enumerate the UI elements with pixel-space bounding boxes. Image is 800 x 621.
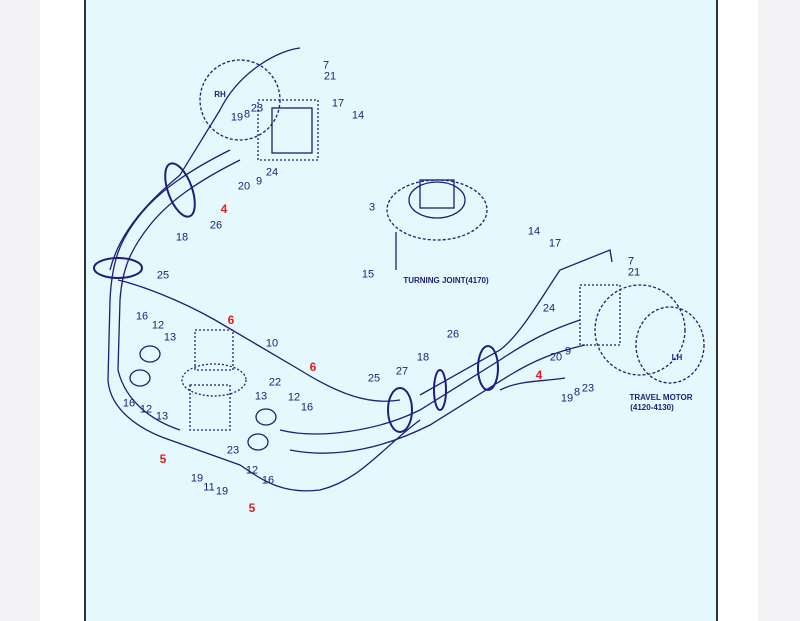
diagram-panel bbox=[84, 0, 718, 621]
part-label: 10 bbox=[265, 337, 279, 350]
part-label: 21 bbox=[627, 266, 641, 279]
part-label: 3 bbox=[368, 201, 376, 214]
part-label: 19 bbox=[230, 111, 244, 124]
part-label: 22 bbox=[268, 376, 282, 389]
part-label: 23 bbox=[581, 382, 595, 395]
part-label: 18 bbox=[175, 231, 189, 244]
part-label: 9 bbox=[564, 345, 572, 358]
lh-label: LH bbox=[671, 353, 683, 362]
flanges bbox=[129, 345, 277, 451]
part-label: 23 bbox=[226, 444, 240, 457]
part-label: 8 bbox=[243, 108, 251, 121]
part-label: 9 bbox=[255, 175, 263, 188]
callout-label: 6 bbox=[227, 313, 235, 327]
travel-motor-code: (4120-4130) bbox=[630, 403, 674, 412]
part-label: 12 bbox=[139, 403, 153, 416]
part-label: 16 bbox=[135, 310, 149, 323]
part-label: 25 bbox=[367, 372, 381, 385]
part-label: 23 bbox=[250, 102, 264, 115]
part-label: 12 bbox=[287, 391, 301, 404]
part-label: 26 bbox=[446, 328, 460, 341]
center-valve bbox=[181, 329, 247, 431]
callout-label: 5 bbox=[248, 501, 256, 515]
part-label: 12 bbox=[151, 319, 165, 332]
part-label: 13 bbox=[254, 390, 268, 403]
part-label: 26 bbox=[209, 219, 223, 232]
part-label: 12 bbox=[245, 464, 259, 477]
part-label: 25 bbox=[156, 269, 170, 282]
part-label: 16 bbox=[261, 474, 275, 487]
rh-label: RH bbox=[214, 90, 226, 99]
part-label: 20 bbox=[549, 351, 563, 364]
part-label: 17 bbox=[331, 97, 345, 110]
part-label: 11 bbox=[203, 481, 215, 494]
part-label: 7 bbox=[322, 59, 330, 72]
part-label: 15 bbox=[361, 268, 375, 281]
part-label: 16 bbox=[300, 401, 314, 414]
part-label: 13 bbox=[155, 410, 169, 423]
part-label: 16 bbox=[122, 397, 136, 410]
part-label: 24 bbox=[265, 166, 279, 179]
part-label: 19 bbox=[190, 472, 204, 485]
part-label: 19 bbox=[215, 485, 229, 498]
turning-joint bbox=[386, 179, 488, 270]
turning-joint-caption: TURNING JOINT(4170) bbox=[403, 276, 489, 285]
grommets bbox=[93, 162, 499, 433]
part-label: 7 bbox=[627, 255, 635, 268]
callout-label: 6 bbox=[309, 360, 317, 374]
part-label: 27 bbox=[395, 365, 409, 378]
part-label: 14 bbox=[527, 225, 541, 238]
part-label: 17 bbox=[548, 237, 562, 250]
part-label: 13 bbox=[163, 331, 177, 344]
part-label: 18 bbox=[416, 351, 430, 364]
callout-label: 4 bbox=[220, 202, 228, 216]
lh-travel-motor bbox=[579, 284, 705, 384]
part-label: 24 bbox=[542, 302, 556, 315]
callout-label: 4 bbox=[535, 368, 543, 382]
part-label: 14 bbox=[351, 109, 365, 122]
hoses bbox=[107, 47, 613, 492]
part-label: 20 bbox=[237, 180, 251, 193]
rh-travel-motor bbox=[199, 59, 319, 161]
callout-label: 5 bbox=[159, 452, 167, 466]
part-label: 21 bbox=[323, 70, 337, 83]
part-label: 19 bbox=[560, 392, 574, 405]
part-label: 8 bbox=[573, 386, 581, 399]
travel-motor-caption: TRAVEL MOTOR bbox=[629, 393, 693, 402]
